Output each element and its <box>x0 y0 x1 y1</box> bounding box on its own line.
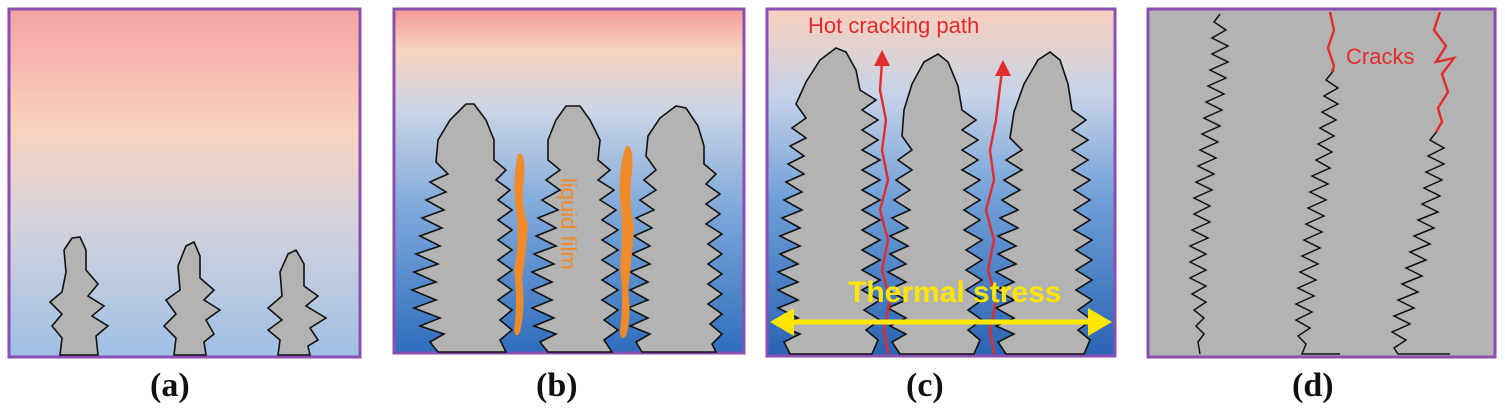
panel-c: Hot cracking path Thermal stress <box>765 7 1117 358</box>
cracks-label: Cracks <box>1346 44 1414 69</box>
liquid-film-label: liquid film <box>556 178 581 270</box>
panel-b-liquid-film-2 <box>619 145 634 338</box>
panel-a <box>7 7 362 359</box>
hot-cracking-path-label: Hot cracking path <box>808 13 979 38</box>
panel-d-letter: (d) <box>1292 367 1334 404</box>
hot-cracking-path-1 <box>878 61 892 355</box>
panel-c-letter: (c) <box>906 367 944 404</box>
panel-b-dendrite-1 <box>409 103 514 353</box>
grain-boundary-2 <box>1294 69 1340 355</box>
grain-boundary-3 <box>1390 129 1450 355</box>
panel-a-dendrite-2 <box>162 240 222 356</box>
hot-cracking-arrowhead-1 <box>874 50 890 66</box>
panel-d: Cracks <box>1146 7 1497 359</box>
panel-b-liquid-film-1 <box>514 153 528 336</box>
crack-1 <box>1326 11 1336 73</box>
panel-b: liquid film <box>392 7 746 355</box>
panel-a-letter: (a) <box>150 367 190 404</box>
panel-b-dendrite-3 <box>626 105 724 353</box>
panel-b-dendrite-2 <box>529 105 620 353</box>
hot-cracking-path-2 <box>984 71 1004 355</box>
panel-a-dendrite-1 <box>48 236 110 356</box>
crack-2 <box>1432 11 1457 133</box>
hot-cracking-arrowhead-2 <box>995 60 1011 76</box>
grain-boundary-1 <box>1188 13 1230 355</box>
panel-d-frame <box>1146 7 1497 359</box>
panel-c-dendrite-1 <box>776 47 882 355</box>
panel-a-dendrite-3 <box>266 248 328 356</box>
panel-b-letter: (b) <box>536 367 578 404</box>
thermal-stress-label: Thermal stress <box>848 276 1061 309</box>
thermal-stress-arrow <box>770 308 1112 336</box>
panel-c-dendrite-2 <box>886 53 984 355</box>
panel-c-dendrite-3 <box>994 51 1094 355</box>
